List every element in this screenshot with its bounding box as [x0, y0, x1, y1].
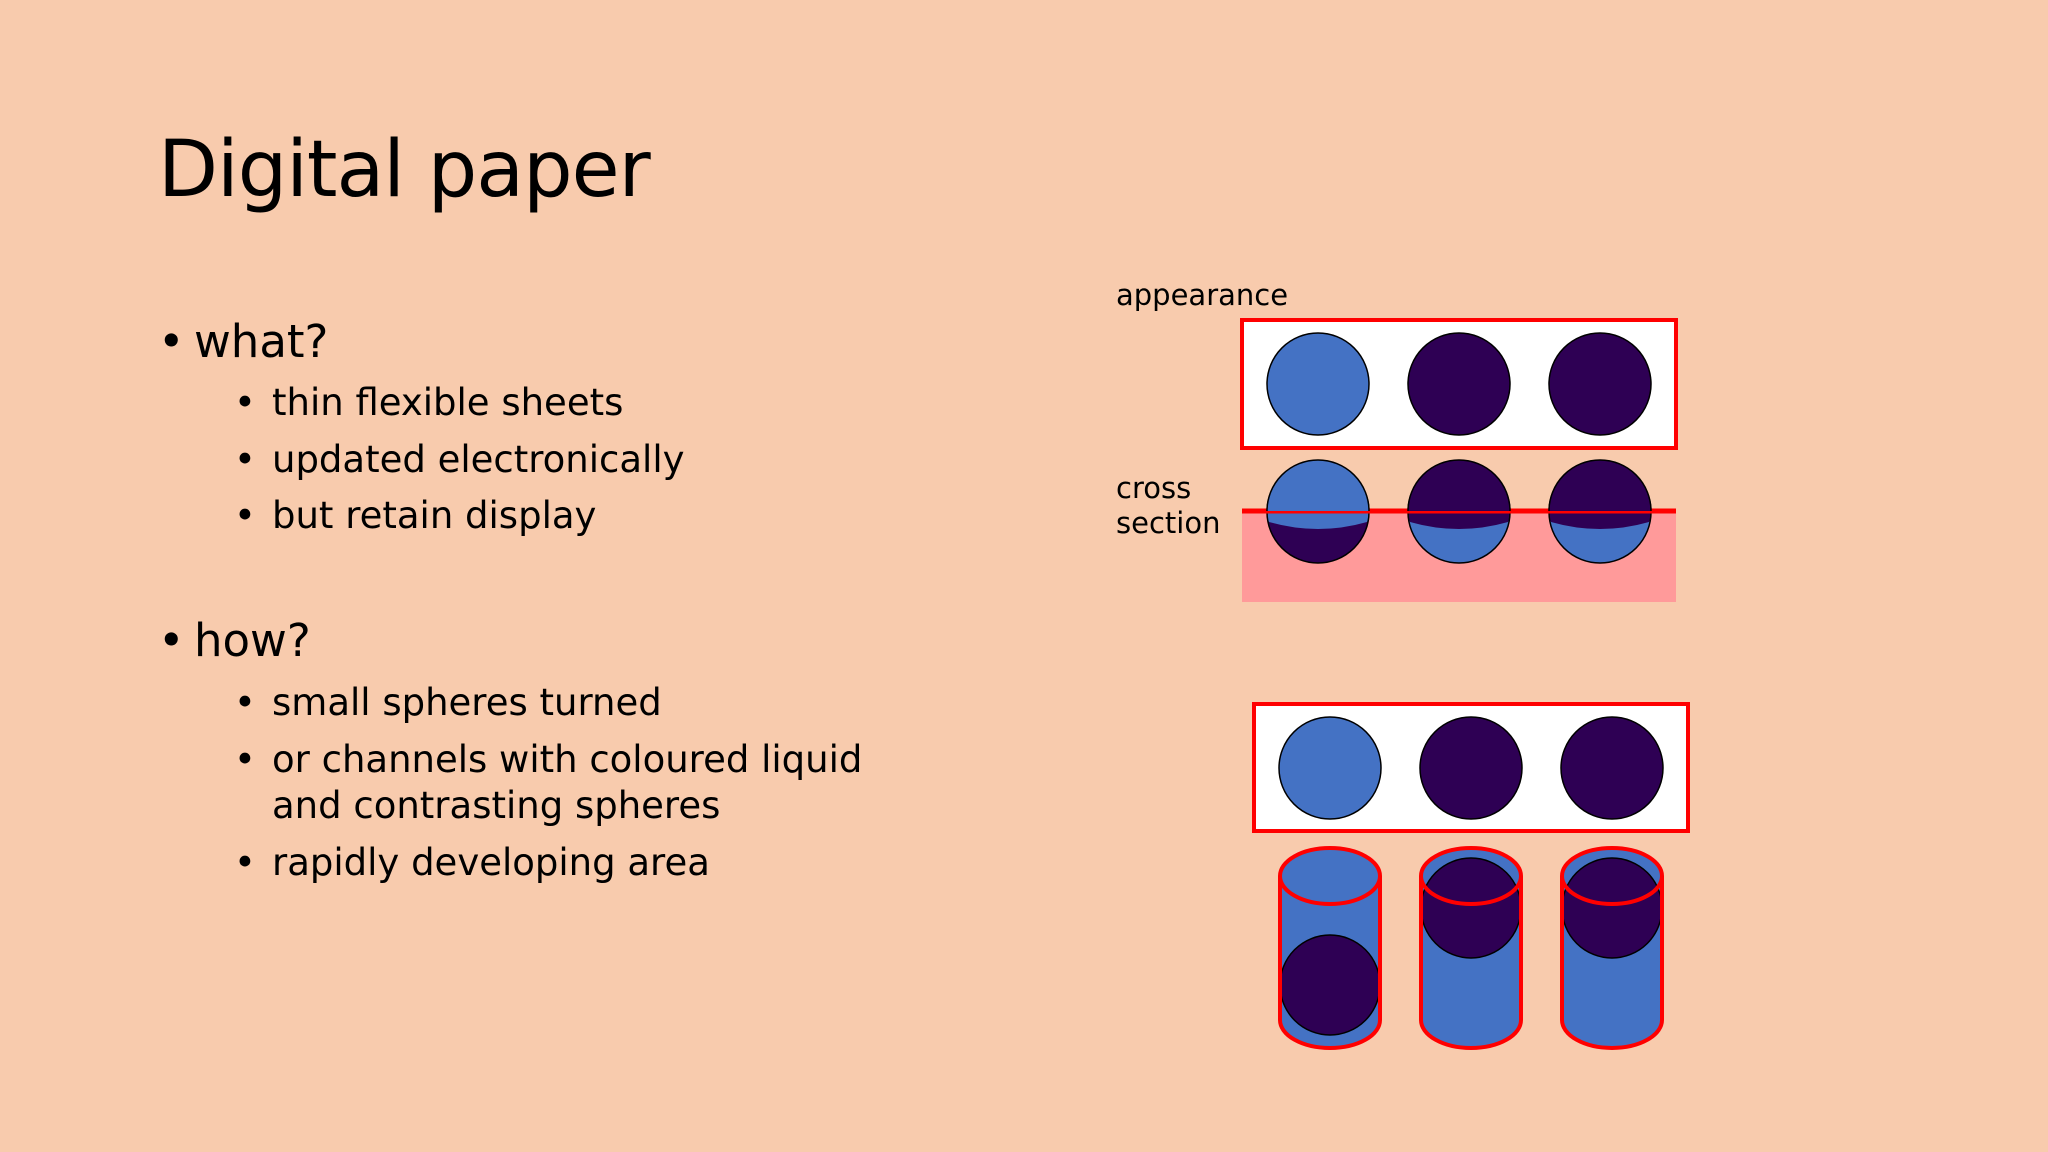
channel-3: [1560, 846, 1664, 1050]
dark-sphere: [1560, 716, 1664, 820]
cross-section-label-2: section: [1116, 506, 1220, 540]
channel-1: [1278, 846, 1382, 1050]
bullet-icon: •: [234, 381, 256, 424]
appearance-label: appearance: [1116, 278, 1288, 312]
bullet-icon: •: [234, 438, 256, 481]
sub-bullet-line: or channels with coloured liquid: [272, 738, 863, 781]
bullet-label: what?: [194, 315, 329, 368]
bullet-icon: •: [234, 681, 256, 724]
bullet-icon: •: [158, 315, 185, 368]
sub-bullet-text: small spheres turned: [272, 681, 662, 724]
slide-title: Digital paper: [158, 125, 651, 215]
channel-2: [1419, 846, 1523, 1050]
light-sphere: [1278, 716, 1382, 820]
sub-bullet-text: or channels with coloured liquid and con…: [272, 737, 862, 829]
dark-sphere: [1548, 332, 1652, 436]
bullet-icon: •: [234, 841, 256, 884]
bullet-icon: •: [234, 494, 256, 537]
dark-sphere: [1420, 857, 1522, 959]
dark-sphere: [1407, 332, 1511, 436]
light-sphere: [1266, 332, 1370, 436]
bullet-label: how?: [194, 614, 311, 667]
sphere-appearance-panel: [1240, 318, 1678, 450]
dark-sphere: [1561, 857, 1663, 959]
bullet-icon: •: [234, 738, 256, 781]
sub-bullet-text: but retain display: [272, 494, 597, 537]
sub-bullet-text: updated electronically: [272, 438, 685, 481]
dark-sphere: [1279, 934, 1381, 1036]
sub-bullet-text: rapidly developing area: [272, 841, 710, 884]
channel-appearance-panel: [1252, 702, 1690, 833]
sub-bullet-line: and contrasting spheres: [272, 784, 721, 827]
bullet-icon: •: [158, 614, 185, 667]
cross-section-label-1: cross: [1116, 471, 1191, 505]
sphere-cross-section: [1242, 459, 1676, 602]
dark-sphere: [1419, 716, 1523, 820]
sub-bullet-text: thin flexible sheets: [272, 381, 624, 424]
